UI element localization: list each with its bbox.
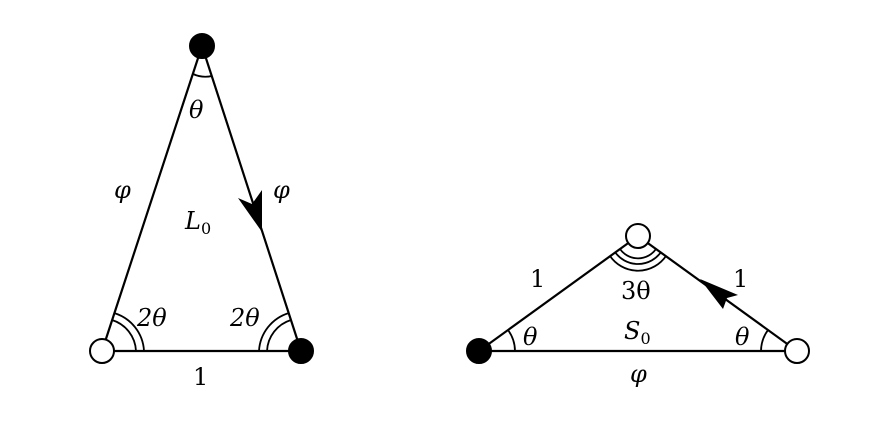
base-left-angle-arc-inner bbox=[111, 319, 137, 352]
apex-angle-label: 3θ bbox=[621, 277, 651, 305]
triangle-l0: θ φ φ L0 2θ 2θ 1 bbox=[89, 33, 314, 391]
triangle-name-label: S0 bbox=[624, 317, 651, 348]
direction-arrow bbox=[238, 190, 262, 232]
vertex-apex-black bbox=[189, 33, 215, 59]
base-left-angle-arc-outer bbox=[113, 312, 145, 352]
right-side-label: 1 bbox=[733, 265, 748, 293]
base-right-angle-label: θ bbox=[735, 323, 750, 351]
apex-angle-arc-3 bbox=[619, 248, 657, 260]
vertex-apex-white bbox=[625, 223, 651, 249]
right-side-label: φ bbox=[273, 176, 290, 204]
apex-angle-arc-2 bbox=[614, 251, 662, 265]
apex-angle-label: θ bbox=[189, 96, 204, 124]
vertex-base-right-white bbox=[784, 338, 810, 364]
base-label: 1 bbox=[193, 363, 208, 391]
direction-arrow bbox=[700, 279, 738, 309]
left-side-label: 1 bbox=[530, 265, 545, 293]
edge-left-side bbox=[478, 235, 639, 352]
apex-angle-arc-1 bbox=[609, 255, 667, 272]
triangle-name-label: L0 bbox=[184, 207, 211, 238]
edge-left-side bbox=[100, 45, 204, 352]
base-right-angle-label: 2θ bbox=[229, 304, 260, 332]
base-left-angle-arc bbox=[507, 329, 516, 352]
triangle-s0: 1 1 3θ S0 θ θ φ bbox=[466, 223, 810, 388]
base-label: φ bbox=[630, 360, 647, 388]
apex-angle-arc bbox=[192, 73, 213, 78]
base-right-angle-arc-outer bbox=[258, 312, 290, 352]
edge-right-side bbox=[200, 45, 303, 352]
base-left-angle-label: θ bbox=[523, 323, 538, 351]
base-right-angle-arc bbox=[760, 329, 769, 352]
vertex-base-right-black bbox=[288, 338, 314, 364]
vertex-base-left-black bbox=[466, 338, 492, 364]
base-right-angle-arc-inner bbox=[266, 319, 292, 352]
vertex-base-left-white bbox=[89, 338, 115, 364]
base-left-angle-label: 2θ bbox=[136, 304, 167, 332]
left-side-label: φ bbox=[114, 176, 131, 204]
